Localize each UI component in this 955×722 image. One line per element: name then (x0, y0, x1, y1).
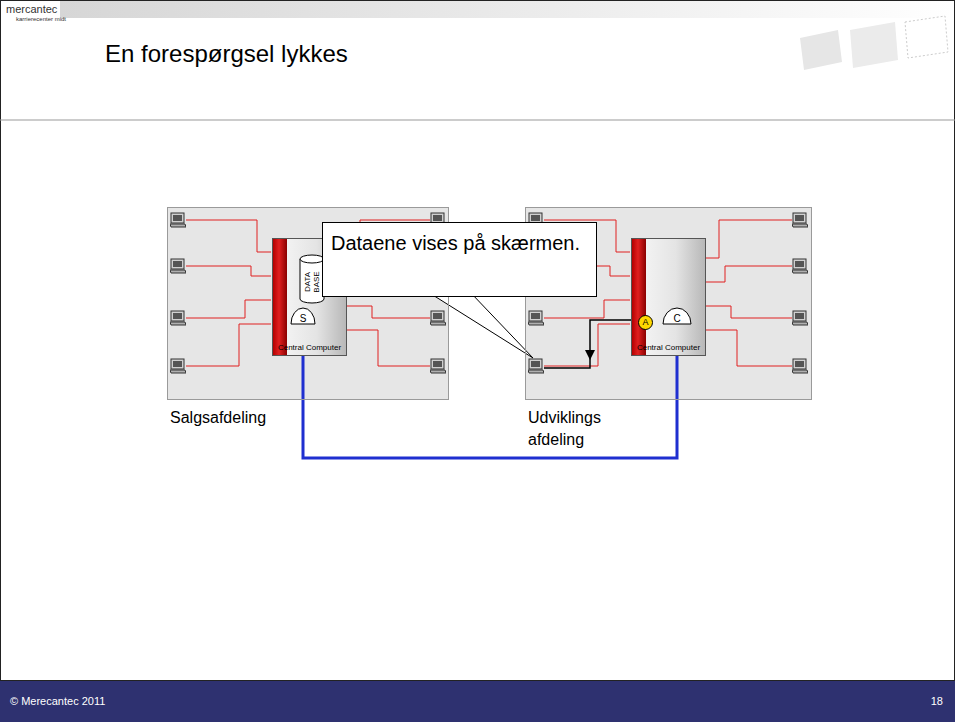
divider-line (0, 120, 955, 121)
network-wire (186, 266, 271, 276)
network-wire (705, 330, 792, 366)
terminal-icon (170, 359, 186, 373)
footer-copyright: © Merecantec 2011 (10, 695, 105, 707)
header-tile (905, 16, 948, 58)
process-letter: S (290, 313, 316, 324)
application-circle: A (638, 315, 653, 330)
cylinder-top (300, 255, 324, 263)
header-tile (800, 30, 842, 70)
network-wire (705, 306, 792, 318)
cylinder-body (300, 259, 324, 303)
terminal-icon (528, 311, 544, 325)
network-wire (544, 300, 630, 318)
terminal-icon (170, 259, 186, 273)
database-label: DATA BASE (303, 269, 321, 295)
logo-text: mercantec (6, 3, 57, 15)
data-line (544, 320, 636, 368)
terminal-icon (170, 311, 186, 325)
page-frame (1, 1, 955, 681)
network-wire (186, 300, 271, 318)
page-number: 18 (931, 695, 943, 707)
terminal-icon (528, 359, 544, 373)
computer-label: Central Computer (632, 343, 705, 352)
network-wire (346, 306, 430, 318)
client-process: C (662, 307, 692, 325)
terminal-icon (430, 359, 446, 373)
arrowhead (585, 350, 595, 360)
terminal-icon (792, 359, 808, 373)
network-wire (186, 220, 271, 252)
network-wire (346, 330, 430, 366)
department-name: Salgsafdeling (170, 407, 370, 429)
semicircle-shape (291, 308, 315, 324)
process-letter: C (662, 313, 692, 324)
server-process: S (290, 307, 316, 325)
network-link (303, 325, 677, 458)
computer-label: Central Computer (273, 343, 346, 352)
callout-box: Dataene vises på skærmen. (322, 222, 597, 297)
callout-text: Dataene vises på skærmen. (331, 229, 588, 257)
header-tile (850, 22, 898, 68)
terminal-icon (430, 311, 446, 325)
footer-band (0, 681, 955, 722)
central-computer: Central Computer AC (631, 238, 706, 356)
terminal-icon (792, 259, 808, 273)
terminal-icon (170, 213, 186, 227)
terminal-icon (792, 311, 808, 325)
network-wire (544, 324, 630, 366)
process-letter: A (639, 317, 652, 328)
callout-tail (428, 292, 533, 358)
network-wire (705, 266, 792, 282)
network-wire (186, 324, 271, 366)
network-wire (705, 220, 792, 258)
logo-subtext: karrierecenter midt (16, 16, 66, 22)
slide-title: En forespørgsel lykkes (105, 40, 348, 68)
department-name: Udviklings afdeling (528, 407, 633, 451)
terminal-icon (792, 213, 808, 227)
header-bar (60, 0, 955, 18)
semicircle-shape (663, 308, 691, 324)
